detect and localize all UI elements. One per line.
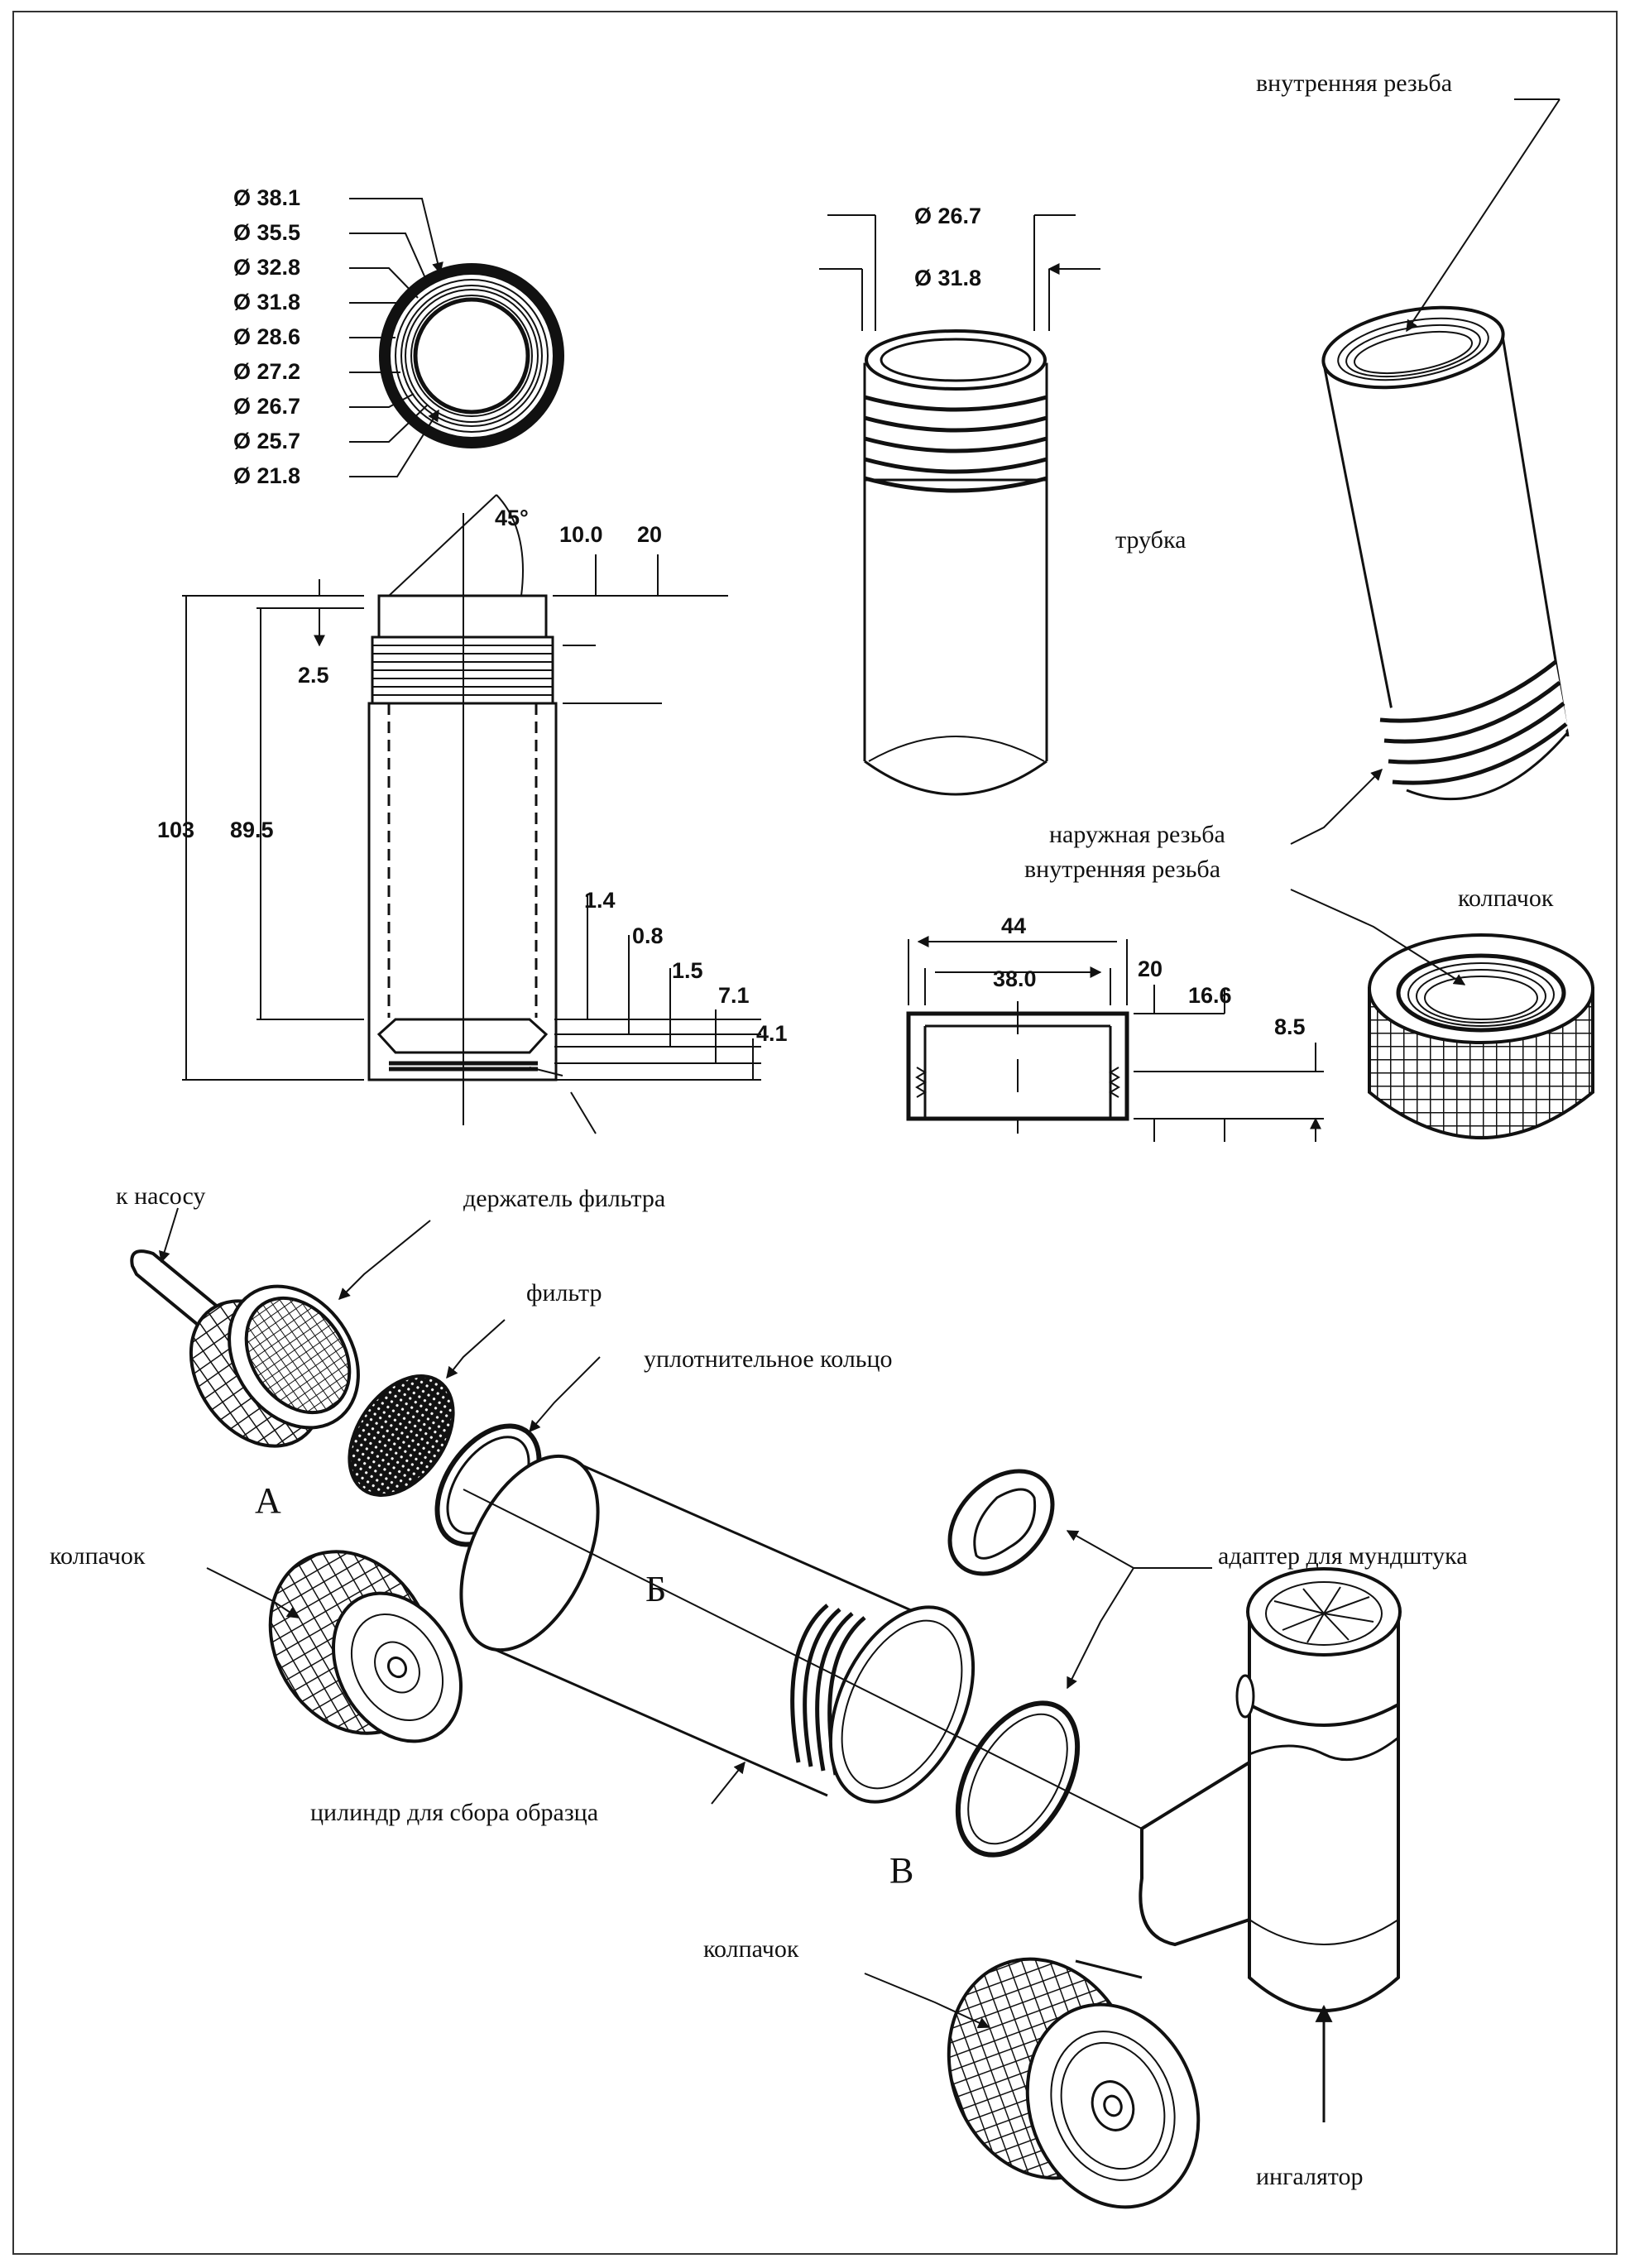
tube-dimension-labels: 45° 10.0 20 2.5 103 89.5 1.4 0.8 1.5 7.1… [157, 506, 788, 1046]
dim-89-5-label: 89.5 [230, 818, 274, 842]
dim-1-5-label: 1.5 [672, 958, 703, 983]
filter-holder-label: держатель фильтра [463, 1185, 665, 1212]
tube-section-view [182, 494, 761, 1134]
dim-7-1-label: 7.1 [718, 983, 750, 1008]
letter-b: Б [645, 1569, 666, 1609]
cap-top-label: колпачок [1458, 885, 1554, 912]
dia-label-2: Ø 35.5 [233, 220, 300, 245]
inhaler-drawing [1139, 1567, 1402, 2122]
dim-4-1-label: 4.1 [756, 1021, 788, 1046]
cap-38-label: 38.0 [993, 966, 1037, 991]
dia-label-5: Ø 28.6 [233, 324, 300, 349]
dim-2-5-label: 2.5 [298, 663, 329, 688]
dim-0-8-label: 0.8 [632, 923, 664, 948]
tube-inner-dia-label: Ø 26.7 [914, 204, 981, 228]
cap-left-drawing [199, 1550, 463, 1743]
filter-holder-drawing [130, 1207, 431, 1448]
cap-8-5-label: 8.5 [1274, 1014, 1306, 1039]
cap-bottom-drawing [864, 1953, 1208, 2209]
dia-label-3: Ø 32.8 [233, 255, 300, 280]
dim-103-label: 103 [157, 818, 194, 842]
tube-3d-view [819, 214, 1100, 796]
internal-thread-top-label: внутренняя резьба [1256, 70, 1452, 97]
mouthpiece-adapter-drawing [947, 1469, 1212, 1858]
ring-section-view [379, 263, 564, 448]
filter-disc-drawing [348, 1319, 506, 1498]
cap-20-label: 20 [1138, 957, 1163, 981]
dia-label-4: Ø 31.8 [233, 290, 300, 314]
frame-border [12, 11, 1618, 2255]
dim-10-label: 10.0 [559, 522, 603, 547]
dia-label-7: Ø 26.7 [233, 394, 300, 419]
dia-label-1: Ø 38.1 [233, 185, 300, 210]
dia-label-8: Ø 25.7 [233, 429, 300, 453]
inhaler-label: ингалятор [1256, 2163, 1363, 2190]
tilted-tube-view [1290, 98, 1570, 845]
letter-a: А [255, 1480, 281, 1521]
external-thread-label: наружная резьба [1049, 821, 1225, 848]
dim-1-4-label: 1.4 [584, 888, 616, 913]
letter-v: В [889, 1850, 913, 1891]
filter-label: фильтр [526, 1279, 602, 1307]
mouthpiece-adapter-label: адаптер для мундштука [1218, 1542, 1468, 1570]
dim-20-label: 20 [637, 522, 662, 547]
tube-label: трубка [1115, 526, 1186, 554]
diameter-leader-lines [349, 198, 443, 477]
cap-section-view [906, 939, 1324, 1142]
dia-label-6: Ø 27.2 [233, 359, 300, 384]
cap-bottom-label: колпачок [703, 1935, 799, 1963]
diameter-labels: Ø 38.1 Ø 35.5 Ø 32.8 Ø 31.8 Ø 28.6 Ø 27.… [233, 185, 300, 488]
sample-cylinder-label: цилиндр для сбора образца [310, 1799, 598, 1826]
to-pump-label: к насосу [116, 1182, 205, 1210]
cap-44-label: 44 [1001, 913, 1026, 938]
cap-16-6-label: 16.6 [1188, 983, 1232, 1008]
dia-label-9: Ø 21.8 [233, 463, 300, 488]
seal-ring-label: уплотнительное кольцо [644, 1345, 893, 1373]
internal-thread-label: внутренняя резьба [1024, 856, 1220, 883]
tube-outer-dia-label: Ø 31.8 [914, 266, 981, 290]
knurled-cap-view [1290, 889, 1594, 1139]
angle-label: 45° [495, 506, 529, 530]
cap-left-label: колпачок [50, 1542, 146, 1570]
sample-cylinder-drawing [459, 1454, 1176, 1846]
